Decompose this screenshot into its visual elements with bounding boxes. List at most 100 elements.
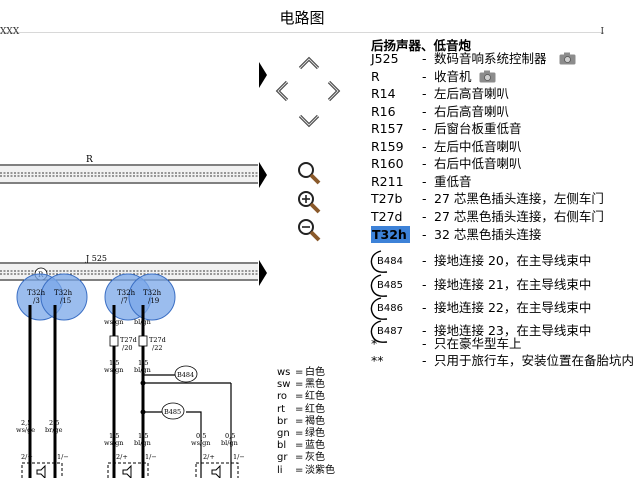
svg-text:1,5: 1,5 — [138, 432, 148, 440]
svg-text:/22: /22 — [152, 344, 162, 352]
equals-sign: = — [295, 452, 304, 464]
svg-text:T32h: T32h — [117, 289, 136, 297]
color-key-row: bl=蓝色 — [277, 440, 357, 452]
legend-description: 接地连接 22，在主导线束中 — [434, 300, 592, 315]
camera-icon[interactable] — [479, 70, 496, 83]
legend-description: 右后高音喇叭 — [434, 104, 510, 119]
label-j525: J 525 — [85, 254, 107, 263]
svg-text:T27d: T27d — [149, 336, 166, 344]
title-bar: 电路图 XXX I — [0, 0, 604, 37]
equals-sign: = — [295, 379, 304, 391]
svg-text:2/+: 2/+ — [21, 453, 33, 461]
camera-icon[interactable] — [559, 52, 576, 65]
pan-left-icon[interactable] — [274, 80, 290, 102]
legend-dash: - — [422, 104, 427, 119]
color-name: 绿色 — [305, 427, 325, 439]
ground-code: B487 — [377, 326, 403, 337]
color-key-row: gn =绿色 — [277, 428, 357, 440]
legend-description: 27 芯黑色插头连接，右侧车门 — [434, 209, 604, 224]
legend-description: 收音机 — [434, 69, 472, 84]
color-abbr: ws — [277, 367, 291, 378]
circuit-diagram[interactable]: R J 525 R T32h /3 T32h /15 T32h / — [0, 33, 258, 478]
svg-text:ws/gn: ws/gn — [191, 439, 210, 447]
legend-code: * — [371, 336, 378, 351]
svg-text:bl/gn: bl/gn — [134, 366, 151, 374]
color-abbr: gr — [277, 452, 288, 464]
svg-text:ws/gn: ws/gn — [104, 318, 123, 326]
pan-up-icon[interactable] — [298, 55, 320, 71]
legend-dash: - — [422, 277, 427, 292]
speakers — [21, 462, 239, 478]
equals-sign: = — [295, 403, 304, 415]
svg-text:B485: B485 — [164, 408, 181, 416]
pan-down-icon[interactable] — [298, 113, 320, 129]
legend-description: 27 芯黑色插头连接，左侧车门 — [434, 191, 604, 206]
zoom-in-icon[interactable] — [296, 189, 322, 215]
svg-text:/15: /15 — [60, 297, 71, 305]
svg-text:1,5: 1,5 — [109, 359, 119, 367]
legend-description: 左后高音喇叭 — [434, 86, 510, 101]
legend-code: R14 — [371, 86, 396, 101]
zoom-search-icon[interactable] — [296, 160, 322, 186]
legend-dash: - — [422, 353, 427, 368]
legend-code: R160 — [371, 156, 404, 171]
legend-code: R16 — [371, 104, 396, 119]
legend-description: 数码音响系统控制器 — [434, 51, 547, 66]
svg-text:1,5: 1,5 — [109, 432, 119, 440]
expand-arrow-icon[interactable] — [259, 260, 267, 286]
color-name: 灰色 — [305, 452, 325, 464]
wires — [28, 305, 145, 478]
legend-description: 只用于旅行车，安装位置在备胎坑内 — [434, 353, 634, 368]
color-name: 蓝色 — [305, 440, 325, 452]
legend-code: T27b — [371, 191, 403, 206]
zoom-out-icon[interactable] — [296, 217, 322, 243]
svg-text:/19: /19 — [148, 297, 159, 305]
svg-text:1/−: 1/− — [57, 453, 69, 461]
svg-text:2/+: 2/+ — [203, 453, 215, 461]
color-name: 褐色 — [305, 415, 325, 427]
pan-right-icon[interactable] — [326, 80, 342, 102]
ground-connection-icon: B486 — [370, 297, 403, 320]
color-key-row: ro=红色 — [277, 391, 357, 403]
color-abbr: li — [277, 464, 283, 476]
equals-sign: = — [295, 427, 304, 439]
expand-arrow-icon[interactable] — [259, 62, 267, 88]
svg-text:2,5: 2,5 — [49, 419, 59, 427]
radio-component: R — [0, 155, 258, 184]
expand-arrow-icon[interactable] — [259, 162, 267, 188]
legend-dash: - — [422, 139, 427, 154]
color-key-row: ws=白色 — [277, 367, 357, 379]
svg-text:1,5: 1,5 — [138, 359, 148, 367]
equals-sign: = — [295, 367, 304, 378]
upper-wire-labels: ws/gn bl/gn — [104, 318, 151, 326]
svg-text:B484: B484 — [177, 371, 194, 379]
ground-code: B485 — [377, 280, 403, 291]
legend-description: 32 芯黑色插头连接 — [434, 227, 542, 242]
pin-labels: T32h /3 T32h /15 T32h /7 T32h /19 — [27, 289, 162, 305]
svg-text:bl/gn: bl/gn — [134, 318, 151, 326]
legend-code-highlighted[interactable]: T32h — [371, 226, 410, 243]
svg-text:T32h: T32h — [54, 289, 73, 297]
color-key-row: gr =灰色 — [277, 452, 357, 464]
svg-text:/7: /7 — [121, 297, 128, 305]
legend-description: 接地连接 23，在主导线束中 — [434, 323, 592, 338]
color-key-row: sw=黑色 — [277, 379, 357, 391]
legend-description: 左后中低音喇叭 — [434, 139, 522, 154]
ground-code: B486 — [377, 303, 403, 314]
color-abbr: br — [277, 415, 288, 427]
color-abbr: ro — [277, 391, 288, 403]
svg-text:0,5: 0,5 — [196, 432, 206, 440]
svg-text:ws/gn: ws/gn — [104, 439, 123, 447]
legend-code: ** — [371, 353, 384, 368]
color-abbr: gn — [277, 427, 290, 439]
equals-sign: = — [295, 464, 304, 476]
right-marker: I — [600, 27, 604, 37]
svg-text:T32h: T32h — [27, 289, 46, 297]
legend-code: J525 — [371, 51, 399, 66]
svg-text:bl/gn: bl/gn — [134, 439, 151, 447]
ground-connection-icon: B487 — [370, 320, 403, 343]
legend-heading: 后扬声器、低音炮 — [371, 38, 472, 53]
ground-connection-icon: B485 — [370, 274, 403, 297]
